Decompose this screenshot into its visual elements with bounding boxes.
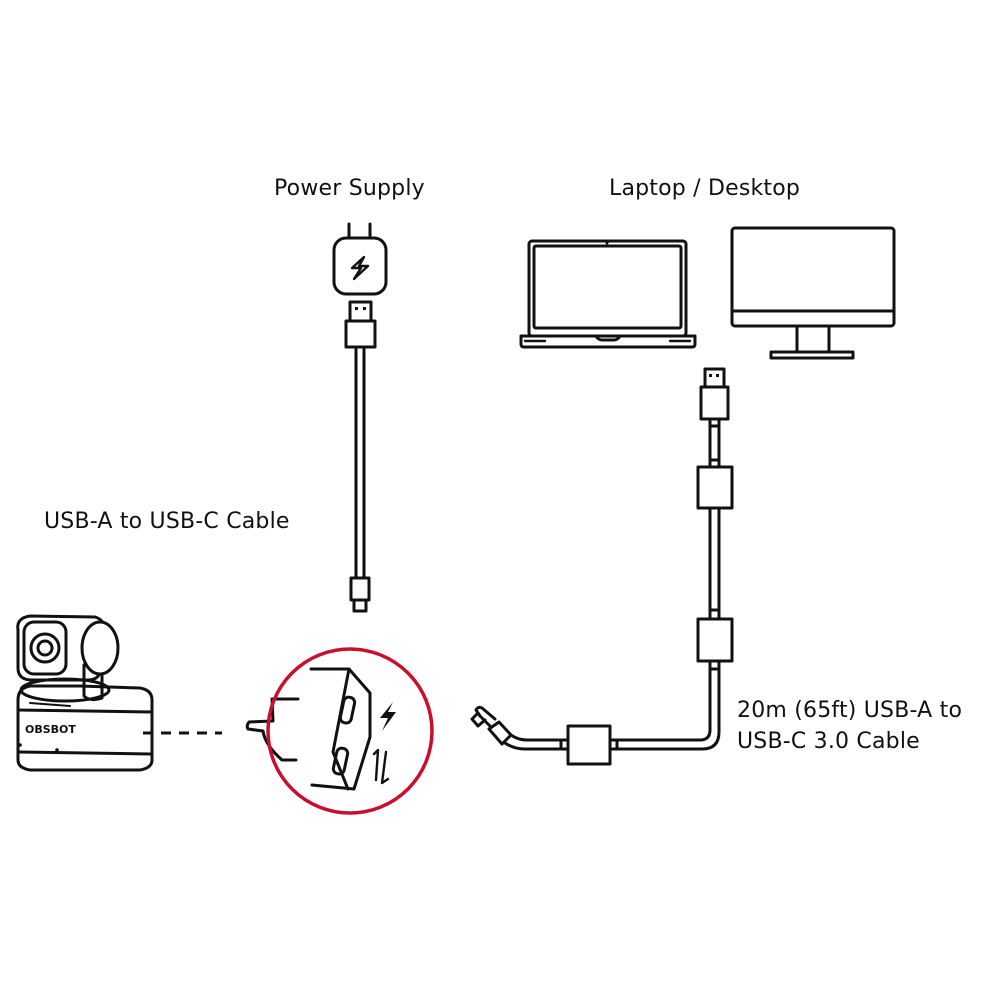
ferrite-core-icon [696,465,734,510]
power-supply-label: Power Supply [274,176,425,201]
lightning-bolt-icon [380,702,396,731]
laptop-icon [519,239,697,349]
highlight-circle [266,647,434,815]
laptop-desktop-label: Laptop / Desktop [609,176,801,201]
desktop-monitor-icon [730,226,896,360]
dual-port-adapter-icon [245,647,434,815]
camera-brand-label: OBSBOT [25,723,76,736]
long-cable-label-line2: USB-C 3.0 Cable [737,729,920,754]
webcam-icon: OBSBOT [16,614,154,772]
short-usb-cable [344,300,377,613]
usb-a-to-c-cable-label: USB-A to USB-C Cable [44,509,290,534]
long-usb-cable [470,367,734,766]
ferrite-core-icon [696,617,734,663]
ferrite-core-icon [566,724,612,766]
power-adapter-icon [332,222,388,296]
usb-c-plug-icon [349,576,371,613]
lightning-bolt-icon [350,255,370,281]
usb-a-plug-icon [344,300,377,349]
usb-c-plug-icon [470,705,513,746]
data-transfer-arrows-icon [372,748,390,785]
usb-a-plug-icon [699,367,730,421]
long-cable-label-line1: 20m (65ft) USB-A to [737,698,963,723]
